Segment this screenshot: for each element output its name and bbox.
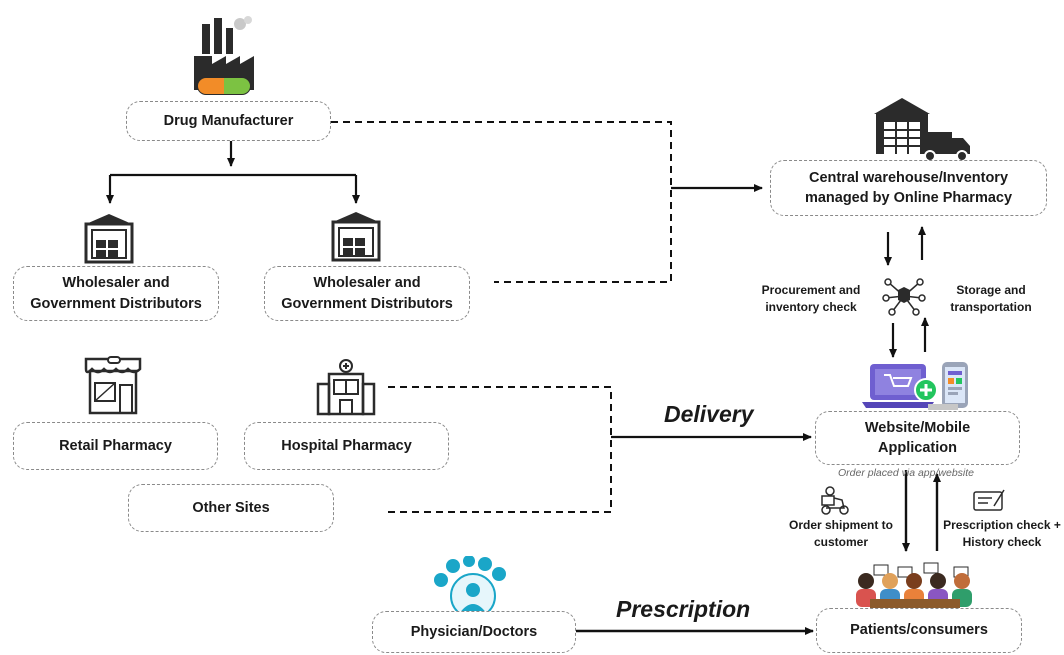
drug-manufacturer-node: Drug Manufacturer [126, 101, 331, 141]
other-sites-node: Other Sites [128, 484, 334, 532]
storage-label: Storage and transportation [950, 283, 1032, 315]
patients-node: Patients/consumers [816, 608, 1022, 653]
procurement-label: Procurement and inventory check [761, 283, 861, 315]
network-hub-icon [882, 278, 926, 316]
central-warehouse-node: Central warehouse/Inventory managed by O… [770, 160, 1047, 216]
physician-node: Physician/Doctors [372, 611, 576, 653]
website-app-node: Website/Mobile Application [815, 411, 1020, 465]
patients-group-icon [856, 562, 972, 609]
hospital-icon [316, 359, 376, 416]
prescription-check-label: Prescription check + History check [943, 518, 1061, 550]
order-shipment-label: Order shipment to customer [788, 518, 893, 550]
hospital-pharmacy-node: Hospital Pharmacy [244, 422, 449, 470]
wholesaler-node-right: Wholesaler and Government Distributors [264, 266, 470, 321]
app-devices-icon [862, 362, 968, 410]
distributor-building-icon [84, 214, 134, 264]
distributor-building-icon [331, 212, 381, 262]
wholesaler-node-left: Wholesaler and Government Distributors [13, 266, 219, 321]
retail-pharmacy-node: Retail Pharmacy [13, 422, 218, 470]
retail-shop-icon [84, 356, 142, 415]
order-note: Order placed via app/website [838, 467, 974, 479]
delivery-label: Delivery [664, 401, 754, 427]
delivery-scooter-icon [821, 486, 849, 515]
prescription-label: Prescription [616, 596, 751, 622]
dashed-manufacturer-to-warehouse [331, 121, 672, 283]
warehouse-truck-icon [874, 98, 970, 162]
doctor-icon [434, 556, 506, 619]
prescription-card-icon [973, 489, 1005, 511]
factory-icon [194, 16, 254, 95]
dashed-sites-to-delivery [388, 386, 612, 513]
